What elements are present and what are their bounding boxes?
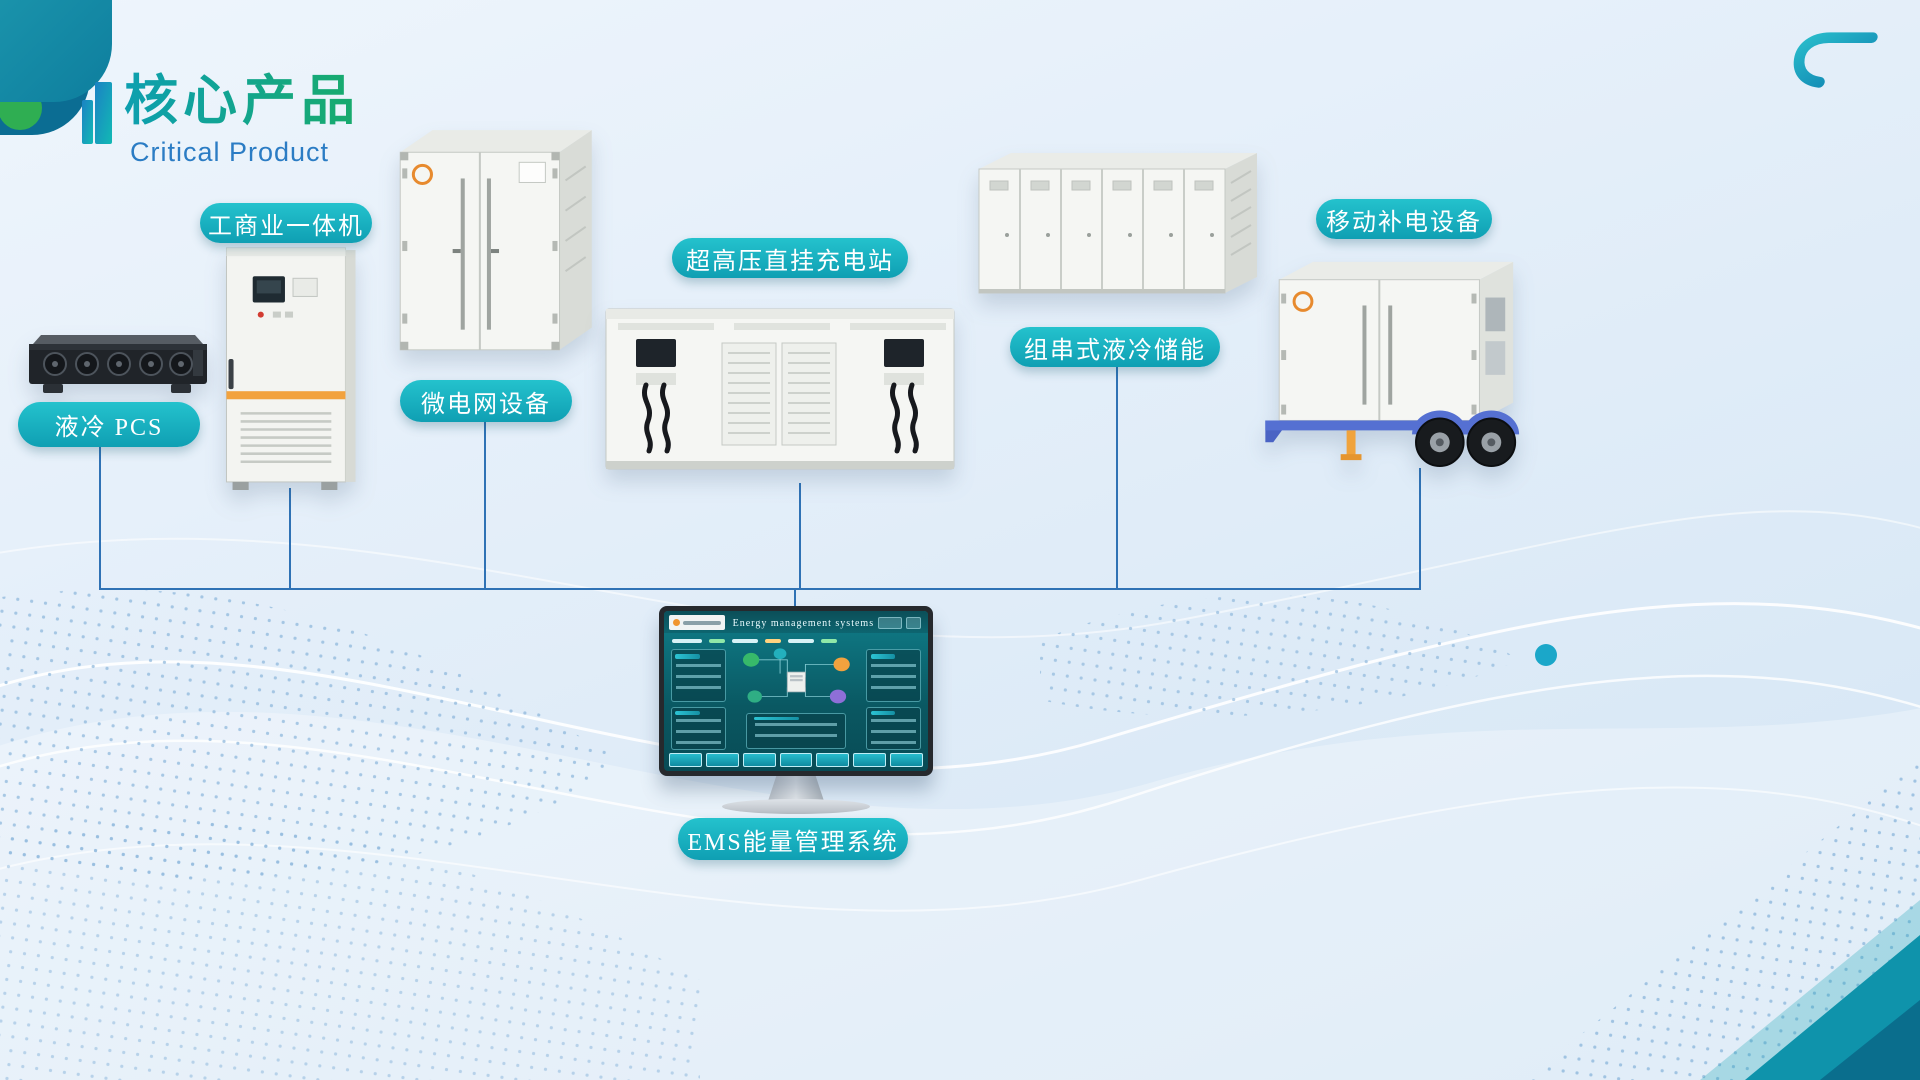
ems-mode-row	[671, 637, 920, 645]
title-bar-icon	[82, 82, 112, 144]
page-subtitle: Critical Product	[130, 137, 330, 168]
ems-node-purple-icon	[829, 689, 846, 704]
ems-mode-label	[671, 638, 702, 643]
halftone-corner-bottom-right	[1524, 760, 1920, 1080]
connector-line-ems	[794, 588, 796, 614]
ems-mode-label	[731, 638, 758, 643]
ems-screen-title: Energy management systems	[732, 617, 875, 629]
connector-line-horizontal	[99, 588, 1421, 590]
ems-panel-right-bottom	[865, 707, 922, 751]
ems-node-green2-icon	[747, 690, 762, 703]
product-label-string-storage: 组串式液冷储能	[1010, 327, 1220, 367]
ems-flow-diagram	[742, 648, 850, 704]
product-image-all-in-one-cabinet	[214, 240, 366, 492]
brand-logo-icon	[1793, 32, 1878, 88]
ems-panel-center	[745, 713, 847, 749]
monitor-stand-neck	[768, 774, 824, 801]
accent-dot	[1535, 644, 1557, 666]
corner-decoration-top-left	[0, 0, 112, 135]
product-image-mobile-trailer	[1263, 246, 1571, 474]
ems-screen-button	[779, 753, 813, 767]
ems-button-row	[669, 753, 923, 767]
product-label-microgrid: 微电网设备	[400, 380, 572, 422]
ems-mode-value	[708, 638, 725, 643]
connector-line-mobile-unit	[1419, 468, 1421, 588]
ems-panel-left-top	[670, 649, 727, 703]
ems-datetime-chip	[877, 617, 902, 630]
product-label-ems: EMS能量管理系统	[678, 818, 908, 860]
title-block: 核心产品 Critical Product	[82, 71, 360, 168]
product-label-all-in-one: 工商业一体机	[200, 203, 372, 243]
ems-screen-button	[889, 753, 923, 767]
product-label-charging-station: 超高压直挂充电站	[672, 238, 908, 278]
product-label-mobile-unit: 移动补电设备	[1316, 199, 1492, 239]
ems-node-teal-icon	[773, 648, 787, 660]
ems-status-chip	[905, 617, 922, 630]
ems-node-orange-icon	[833, 657, 850, 672]
product-image-string-storage-container	[972, 143, 1264, 305]
ems-panel-right-top	[865, 649, 922, 703]
connector-line-microgrid	[484, 421, 486, 588]
product-label-liquid-cooled-pcs: 液冷 PCS	[18, 402, 200, 447]
ems-screen-header	[664, 611, 928, 634]
ems-screen: Energy management systems	[664, 611, 928, 771]
ems-brand-logo-icon	[673, 619, 681, 627]
ems-panel-left-bottom	[670, 707, 727, 751]
page-title: 核心产品	[124, 71, 360, 131]
connector-line-charging-station	[799, 483, 801, 588]
ems-mode-value	[764, 638, 781, 643]
connector-line-all-in-one	[289, 488, 291, 588]
ems-screen-button	[853, 753, 886, 767]
ems-brand-text-placeholder	[683, 620, 721, 625]
ems-node-green-icon	[742, 652, 759, 667]
ems-mode-label	[787, 638, 814, 643]
halftone-wave-bottom-left	[0, 821, 700, 1080]
corner-triangles	[1700, 900, 1920, 1080]
ems-screen-button	[742, 753, 776, 767]
connector-line-string-storage	[1116, 366, 1118, 588]
product-image-charging-station	[602, 293, 962, 485]
ems-mode-value	[820, 638, 837, 643]
ems-node-cabinet	[786, 671, 806, 693]
ems-screen-button	[816, 753, 850, 767]
connector-line-pcs	[99, 447, 101, 588]
product-image-liquid-cooled-pcs	[22, 328, 214, 400]
ems-screen-brand-tab	[669, 615, 725, 631]
halftone-wave-left	[0, 589, 620, 879]
product-image-microgrid-container	[390, 120, 602, 372]
ems-screen-button	[669, 753, 703, 767]
ems-screen-button	[706, 753, 739, 767]
halftone-wave-right	[1040, 595, 1520, 717]
monitor-stand-base	[722, 799, 870, 814]
ems-monitor: Energy management systems	[659, 606, 933, 776]
